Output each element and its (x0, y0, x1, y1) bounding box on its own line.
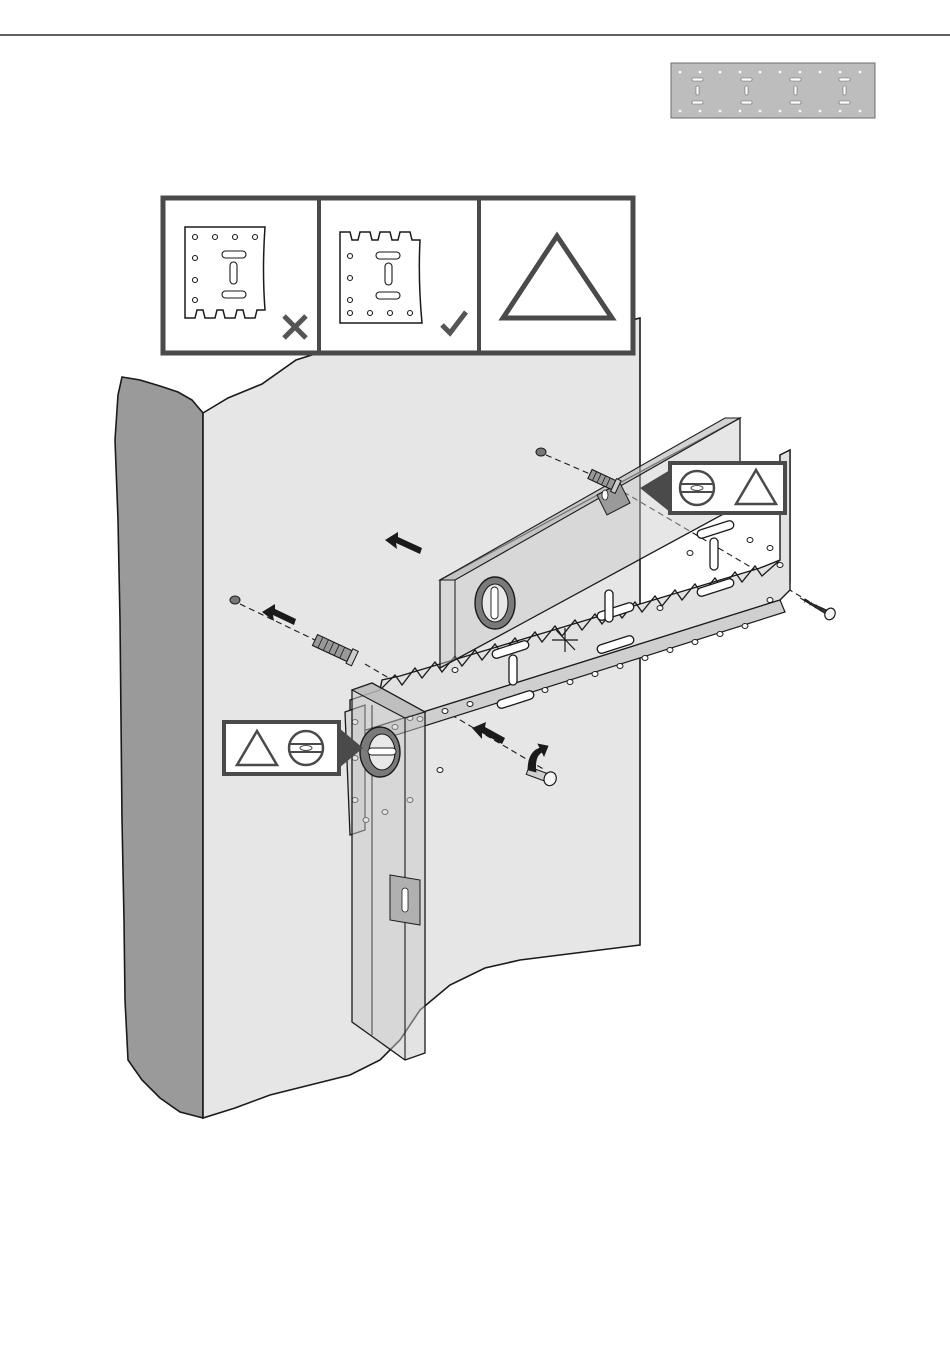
spirit-level-vertical (352, 683, 425, 1060)
bubble-level-icon (475, 577, 515, 629)
drill-hole-left (230, 596, 240, 604)
bubble-level-icon (289, 731, 323, 765)
drill-hole-upper (536, 448, 546, 456)
thumbnail-mounting-plate (671, 63, 875, 118)
bubble-level-icon (360, 727, 400, 777)
bubble-level-icon (680, 471, 714, 505)
wall-side (115, 377, 203, 1118)
orientation-panel (163, 198, 633, 353)
screw-right (797, 593, 837, 622)
